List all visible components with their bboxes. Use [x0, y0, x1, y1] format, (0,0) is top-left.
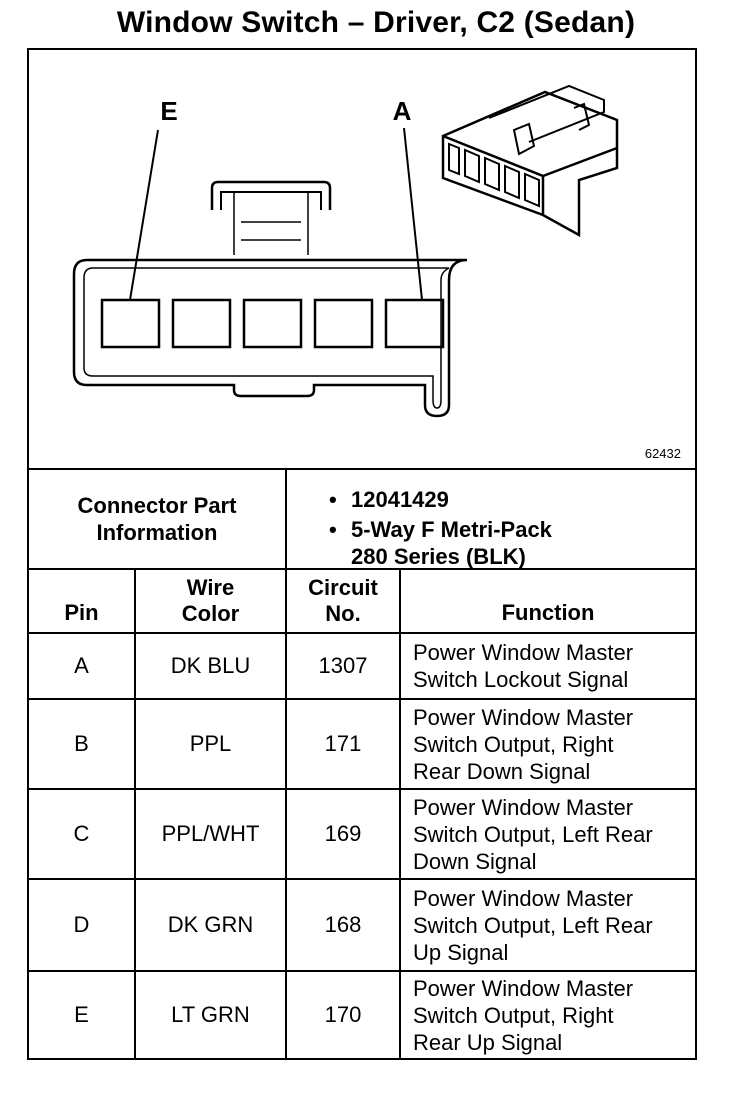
leader-line-a	[403, 127, 423, 301]
header-pin: Pin	[64, 600, 99, 625]
connector-info-label-line1: Connector Part	[77, 493, 237, 518]
table-cell-pin: D	[73, 912, 90, 937]
pin-label-a: A	[393, 96, 412, 126]
page-title: Window Switch – Driver, C2 (Sedan)	[116, 6, 636, 39]
connector-diagram: E A 62432	[29, 50, 695, 470]
part-number: 12041429	[351, 487, 449, 512]
divider-col-circuit	[399, 568, 401, 1058]
table-cell-wire-color: LT GRN	[171, 1002, 250, 1027]
cavity-row	[100, 298, 445, 349]
divider-row-c	[29, 878, 695, 880]
divider-header	[29, 632, 695, 634]
table-cell-pin: E	[74, 1002, 89, 1027]
pin-label-e: E	[160, 96, 177, 126]
table-cell-wire-color: PPL	[189, 731, 232, 756]
header-function: Function	[501, 600, 595, 625]
cavity-a	[384, 298, 445, 349]
connector-sheet: E A 62432 Connector Part Information • 1…	[27, 48, 697, 1060]
table-cell-circuit: 1307	[318, 653, 368, 678]
divider-info	[29, 568, 695, 570]
table-cell-pin: A	[74, 653, 89, 678]
cavity-d	[171, 298, 232, 349]
connector-drawing: E A	[72, 84, 619, 418]
table-cell-pin: B	[74, 731, 89, 756]
divider-row-b	[29, 788, 695, 790]
connector-type: 5-Way F Metri-Pack	[351, 517, 552, 542]
connector-face-view	[72, 180, 468, 418]
leader-line-e	[129, 129, 159, 301]
table-cell-circuit: 170	[324, 1002, 362, 1027]
connector-info-label: Connector Part Information	[29, 470, 285, 568]
connector-info-bullets: • 12041429 • 5-Way F Metri-Pack 280 Seri…	[329, 486, 552, 570]
table-cell-wire-color: DK BLU	[170, 653, 251, 678]
divider-info-vertical	[285, 468, 287, 568]
divider-row-a	[29, 698, 695, 700]
connector-info-label-line2: Information	[96, 520, 218, 545]
divider-row-d	[29, 970, 695, 972]
table-cell-circuit: 169	[324, 821, 362, 846]
table-cell-wire-color: DK GRN	[167, 912, 254, 937]
divider-col-wire	[285, 568, 287, 1058]
bullet-icon: •	[329, 517, 337, 542]
cavity-c	[242, 298, 303, 349]
connector-series: 280 Series (BLK)	[351, 544, 526, 569]
connector-iso-view	[441, 84, 619, 238]
figure-id: 62432	[644, 446, 681, 461]
bullet-icon: •	[329, 487, 337, 512]
bullet-item: • 5-Way F Metri-Pack 280 Series (BLK)	[329, 516, 552, 570]
cavity-e	[100, 298, 161, 349]
divider-col-pin	[134, 568, 136, 1058]
divider-diagram	[29, 468, 695, 470]
table-cell-wire-color: PPL/WHT	[161, 821, 260, 846]
bullet-item: • 12041429	[329, 486, 552, 513]
table-cell-circuit: 171	[324, 731, 362, 756]
cavity-b	[313, 298, 374, 349]
table-cell-circuit: 168	[324, 912, 362, 937]
table-cell-pin: C	[73, 821, 90, 846]
